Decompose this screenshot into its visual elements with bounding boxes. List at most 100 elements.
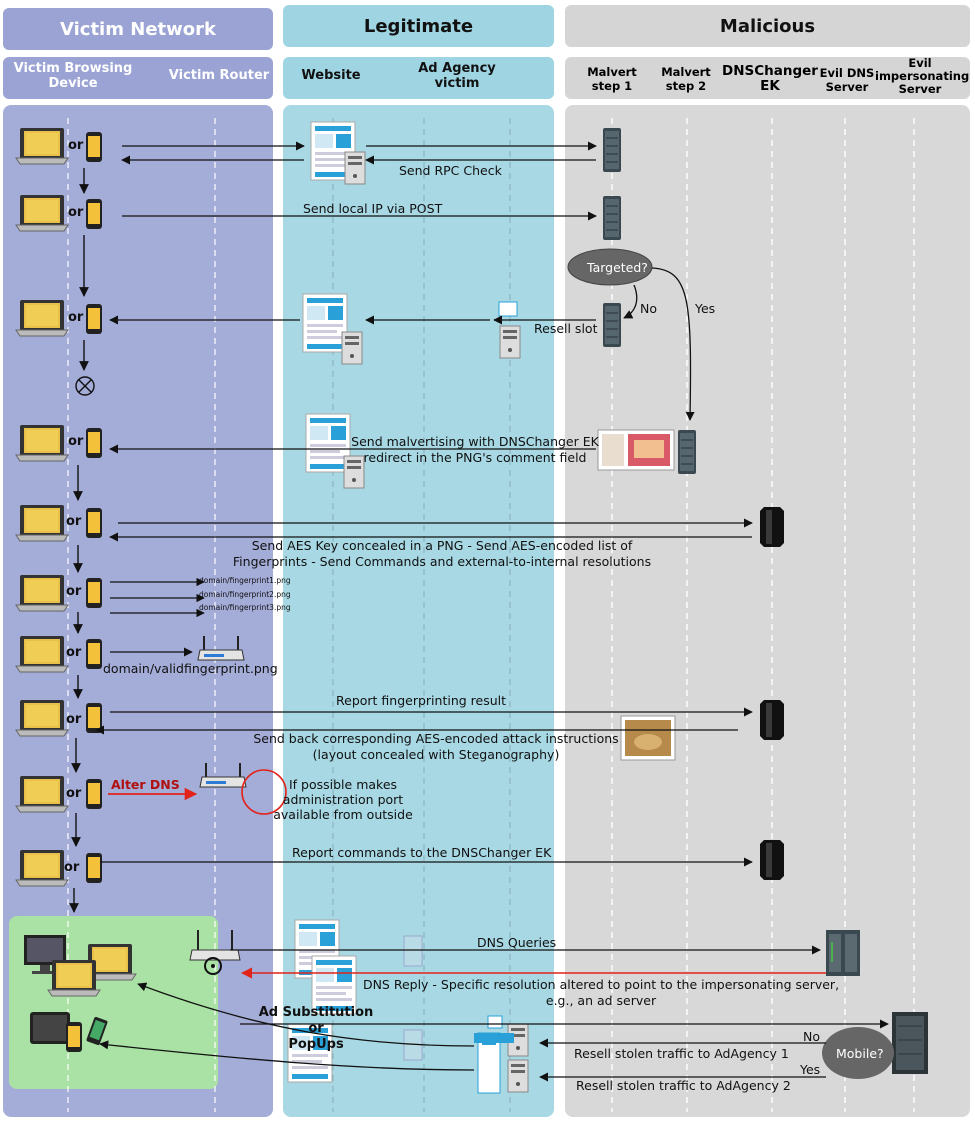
msg-resell-slot: Resell slot	[534, 321, 598, 336]
valid-fingerprint-label: domain/validfingerprint.png	[103, 661, 278, 676]
phone-icon	[86, 639, 102, 669]
phone-icon	[86, 703, 102, 733]
evil-dns-server-icon	[826, 930, 860, 976]
msg-send-rpc-check: Send RPC Check	[399, 163, 502, 178]
msg-resell-agency-2: Resell stolen traffic to AdAgency 2	[576, 1078, 791, 1093]
phone-icon	[86, 853, 102, 883]
open-admin-port-icon	[241, 769, 287, 815]
laptop-icon	[15, 504, 69, 542]
targeted-label: Targeted?	[587, 260, 648, 275]
or-label: or	[66, 712, 82, 727]
laptop-icon	[15, 574, 69, 612]
or-label: or	[66, 786, 82, 801]
tablet-icon	[30, 1012, 70, 1044]
ad-substitution-line1: Ad Substitution	[258, 1005, 374, 1020]
legit-subheader-bar	[283, 57, 554, 99]
malicious-subheader-bar	[565, 57, 970, 99]
msg-send-malvertising-line1: Send malvertising with DNSChanger EK	[351, 434, 599, 449]
msg-report-fingerprinting: Report fingerprinting result	[336, 693, 507, 708]
malvert-step-2-label: Malvert step 2	[661, 65, 711, 93]
malvert-step-1-label: Malvert step 1	[587, 65, 637, 93]
router-icon	[199, 762, 247, 788]
web-server-icon	[341, 331, 363, 365]
router-icon	[197, 635, 245, 661]
msg-send-back-line2: (layout concealed with Steganography)	[312, 747, 560, 762]
victim-network-header: Victim Network	[3, 8, 273, 50]
laptop-icon	[15, 424, 69, 462]
msg-send-back-line1: Send back corresponding AES-encoded atta…	[253, 731, 619, 746]
dnschanger-ek-label: DNSChanger EK	[722, 63, 818, 94]
fingerprint3-label: domain/fingerprint3.png	[199, 603, 291, 612]
yes-label-mobile: Yes	[800, 1062, 821, 1077]
ad-agency-server-icon	[499, 325, 521, 359]
alter-dns-label: Alter DNS	[111, 777, 180, 792]
evil-impersonating-server-label: Evil impersonating Server	[875, 56, 970, 96]
msg-send-aes-line1: Send AES Key concealed in a PNG - Send A…	[251, 538, 633, 553]
phone-icon	[86, 304, 102, 334]
dnschanger-ek-server-icon	[760, 700, 784, 740]
yes-label: Yes	[695, 301, 716, 316]
or-label: or	[66, 645, 82, 660]
cheetah-stego-image-icon	[620, 715, 676, 761]
ad-substitution-line2: or	[308, 1021, 324, 1036]
targeted-decision	[567, 248, 653, 286]
website-label: Website	[301, 68, 361, 83]
laptop-icon	[15, 699, 69, 737]
or-label: or	[68, 310, 84, 325]
mobile-decision	[822, 1027, 894, 1079]
victim-router-label: Victim Router	[168, 68, 270, 83]
malvert-step2-server-icon	[677, 429, 697, 475]
msg-resell-agency-1: Resell stolen traffic to AdAgency 1	[574, 1046, 789, 1061]
msg-dns-queries: DNS Queries	[477, 935, 557, 950]
victim-browsing-device-label: Victim Browsing Device	[13, 61, 133, 91]
phone-icon	[86, 428, 102, 458]
evil-dns-server-label: Evil DNS Server	[819, 66, 875, 94]
victim-subheader-bar	[3, 57, 273, 99]
ad-substitution-line3: PopUps	[288, 1037, 344, 1052]
ad-agency-victim-label: Ad Agency victim	[418, 61, 496, 91]
phone-icon	[86, 199, 102, 229]
laptop-icon	[15, 775, 69, 813]
msg-dns-reply-line2: e.g., an ad server	[545, 993, 657, 1008]
faded-server-icon	[403, 935, 423, 967]
laptop-icon	[15, 194, 69, 232]
ad-slot-icon	[498, 301, 518, 317]
web-server-icon	[344, 151, 366, 185]
laptop-icon	[15, 127, 69, 165]
msg-send-local-ip: Send local IP via POST	[303, 201, 443, 216]
fingerprint2-label: domain/fingerprint2.png	[199, 590, 291, 599]
malvert-server-icon	[602, 127, 622, 173]
msg-send-aes-line2: Fingerprints - Send Commands and externa…	[232, 554, 652, 569]
webpage-icon	[302, 293, 348, 353]
or-label: or	[66, 514, 82, 529]
laptop-icon	[47, 959, 101, 997]
dnschanger-ek-server-icon	[760, 507, 784, 547]
web-server-icon	[343, 455, 365, 489]
mobile-label: Mobile?	[836, 1046, 884, 1061]
malvert-server-icon	[602, 195, 622, 241]
ad-agency-server-icon	[507, 1059, 529, 1093]
admin-port-line3: available from outside	[273, 807, 413, 822]
or-label: or	[64, 860, 80, 875]
fingerprint1-label: domain/fingerprint1.png	[199, 576, 291, 585]
laptop-icon	[15, 849, 69, 887]
phone-icon	[86, 578, 102, 608]
no-label: No	[640, 301, 657, 316]
admin-port-line2: administration port	[282, 792, 404, 807]
malicious-header: Malicious	[565, 5, 970, 47]
evil-impersonating-server-icon	[892, 1012, 928, 1074]
phone-icon	[86, 508, 102, 538]
smartphone-icon	[86, 1016, 108, 1046]
webpage-icon	[305, 413, 351, 473]
msg-report-commands: Report commands to the DNSChanger EK	[292, 845, 552, 860]
or-label: or	[68, 138, 84, 153]
stop-icon	[75, 376, 95, 396]
no-label-mobile: No	[803, 1029, 820, 1044]
phone-icon	[86, 132, 102, 162]
or-label: or	[68, 205, 84, 220]
or-label: or	[68, 434, 84, 449]
admin-port-line1: If possible makes	[288, 777, 398, 792]
legitimate-header: Legitimate	[283, 5, 554, 47]
substituted-ad-icon	[474, 1033, 514, 1043]
